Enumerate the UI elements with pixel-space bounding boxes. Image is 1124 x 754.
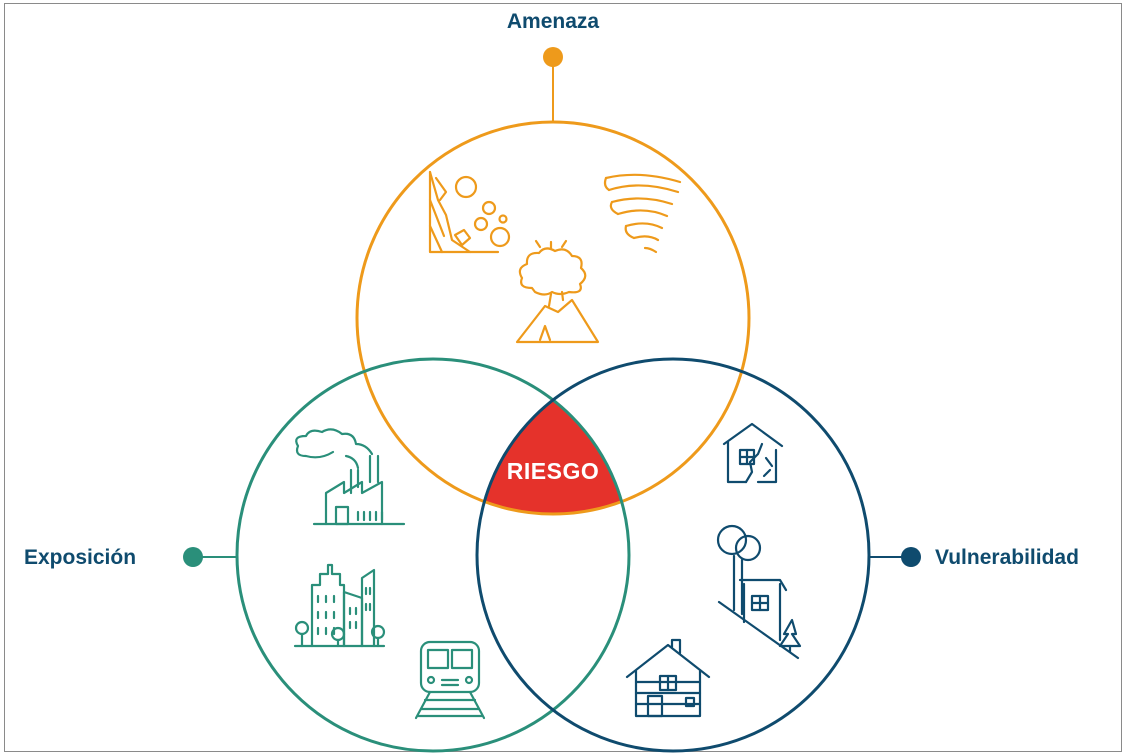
vulnerability-label: Vulnerabilidad (935, 546, 1079, 569)
tornado-icon (603, 173, 682, 254)
risk-label: RIESGO (507, 458, 599, 484)
vulnerability-dot (901, 547, 921, 567)
factory-icon (295, 428, 406, 526)
threat-label: Amenaza (507, 10, 600, 33)
risk-intersection (477, 359, 629, 514)
exposure-label: Exposición (24, 546, 136, 569)
landslide-icon (428, 170, 511, 254)
exposure-dot (183, 547, 203, 567)
volcano-icon (515, 239, 600, 344)
house-on-slope-icon (716, 524, 802, 660)
threat-dot (543, 47, 563, 67)
vulnerability-circle (475, 357, 871, 753)
damaged-house-icon (722, 422, 784, 484)
train-icon (414, 640, 486, 720)
city-buildings-icon (293, 563, 386, 648)
exposure-circle (235, 357, 631, 753)
diagram-frame (4, 3, 1122, 752)
log-cabin-icon (625, 638, 711, 718)
